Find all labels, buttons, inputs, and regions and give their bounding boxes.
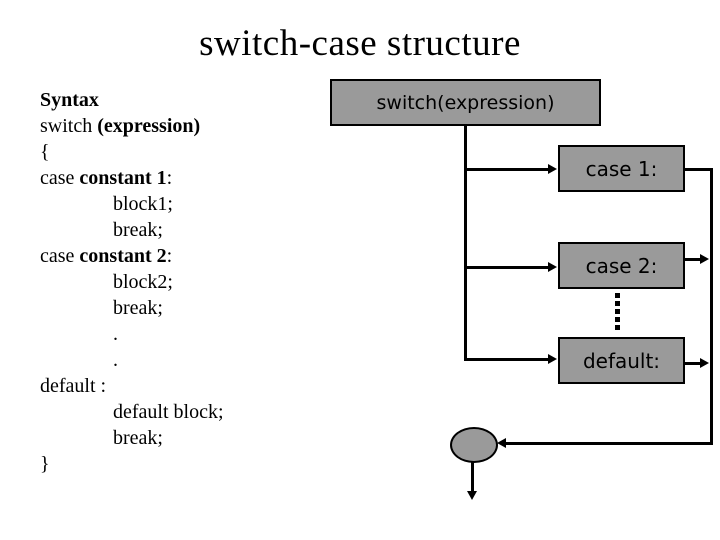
exit-collector-connector: [710, 168, 713, 445]
syntax-line: block2;: [113, 271, 173, 293]
default-exit-arrowhead-icon: [700, 358, 709, 368]
continue-down-arrowhead-icon: [467, 491, 477, 500]
syntax-line: break;: [113, 297, 163, 319]
case1-box: case 1:: [558, 145, 685, 192]
return-to-end-connector: [506, 442, 712, 445]
syntax-line: default :: [40, 375, 107, 397]
branch-default-arrowhead-icon: [548, 354, 557, 364]
branch-case2-arrowhead-icon: [548, 262, 557, 272]
syntax-block: Syntax switch (expression) { case constant …: [40, 87, 224, 477]
end-terminal-ellipse: [450, 427, 498, 463]
case2-exit-arrowhead-icon: [700, 254, 709, 264]
case1-exit-connector: [684, 168, 712, 171]
syntax-line: {: [40, 141, 50, 163]
syntax-line: .: [113, 349, 118, 371]
syntax-line: .: [113, 323, 118, 345]
branch-case1-arrowhead-icon: [548, 164, 557, 174]
syntax-line: Syntax: [40, 89, 99, 111]
syntax-line: switch (expression): [40, 115, 201, 137]
branch-default-connector: [464, 358, 549, 361]
syntax-line: block1;: [113, 193, 173, 215]
more-cases-dotted-connector: [615, 293, 620, 333]
case2-box: case 2:: [558, 242, 685, 289]
default-exit-connector: [684, 362, 701, 365]
switch-stem-connector: [464, 124, 467, 361]
case2-exit-connector: [684, 258, 701, 261]
syntax-line: break;: [113, 219, 163, 241]
syntax-line: default block;: [113, 401, 224, 423]
branch-case2-connector: [465, 266, 549, 269]
default-box: default:: [558, 337, 685, 384]
syntax-line: }: [40, 453, 50, 475]
branch-case1-connector: [465, 168, 549, 171]
syntax-line: case constant 1:: [40, 167, 173, 189]
continue-down-connector: [471, 461, 474, 492]
syntax-line: break;: [113, 427, 163, 449]
return-to-end-arrowhead-icon: [497, 438, 506, 448]
syntax-line: case constant 2:: [40, 245, 173, 267]
switch-expression-box: switch(expression): [330, 79, 601, 126]
page-title: switch-case structure: [199, 23, 521, 64]
